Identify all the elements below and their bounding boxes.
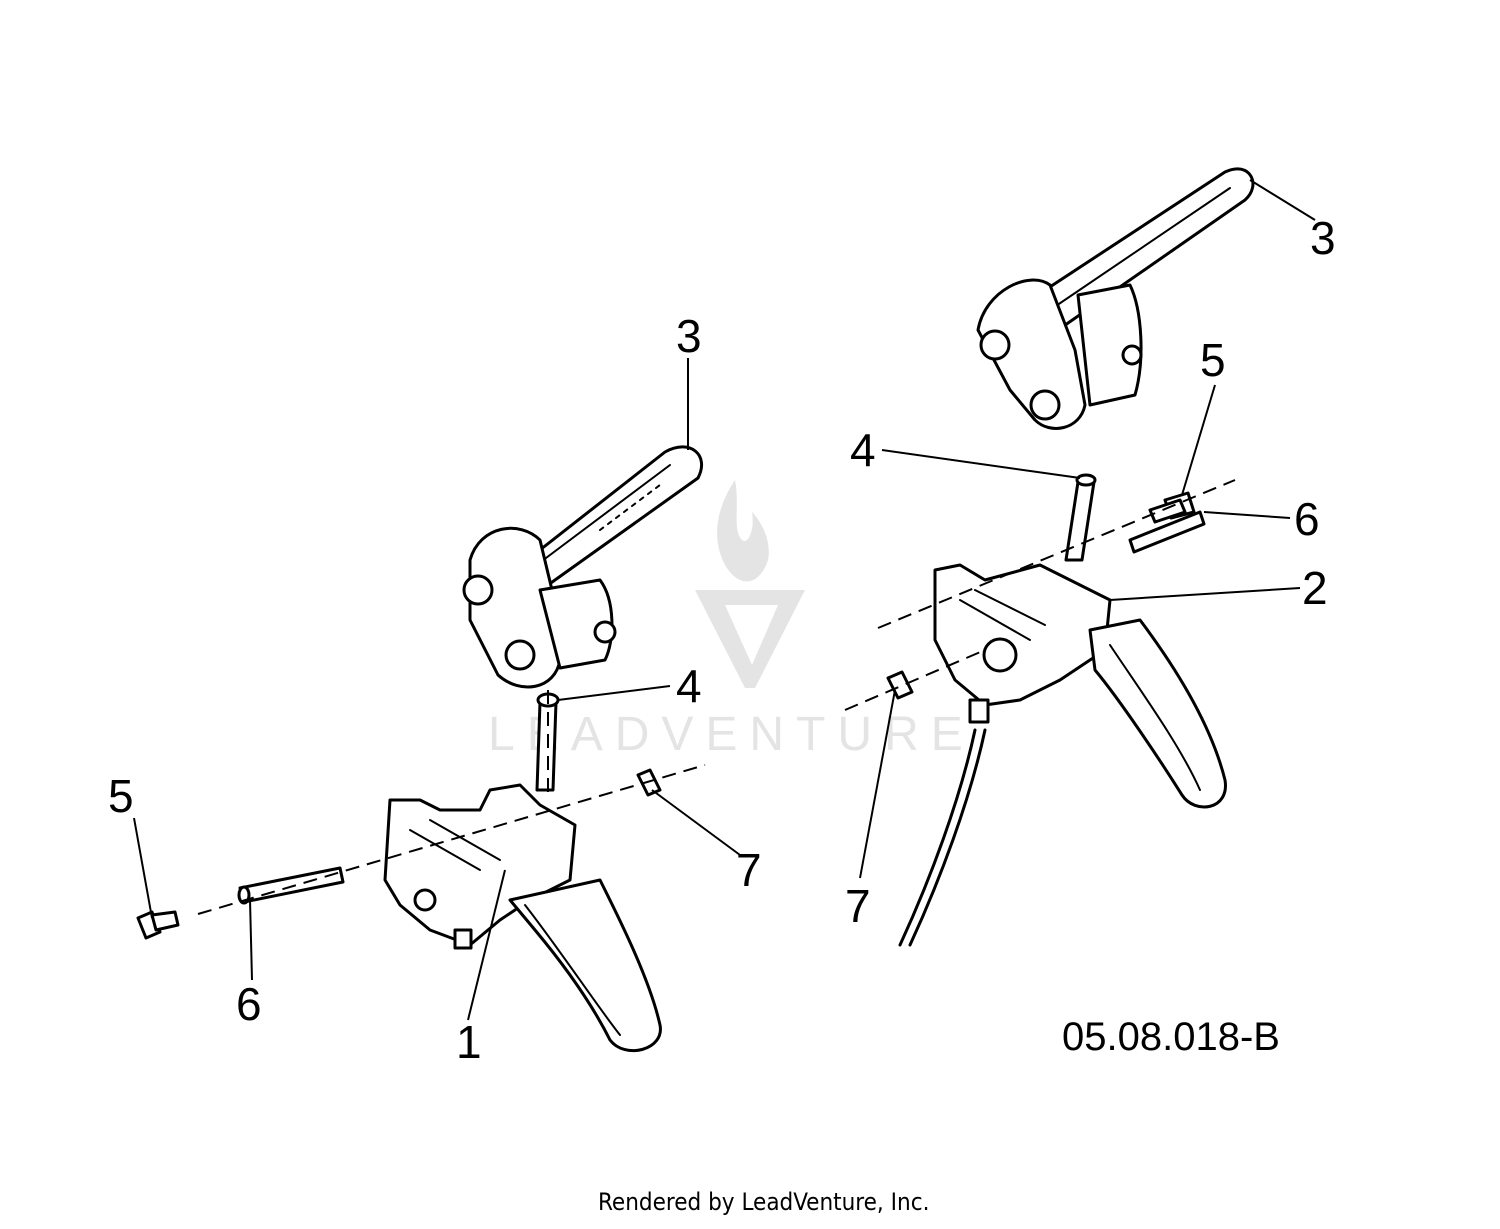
right-clip-7 (886, 670, 914, 700)
left-callout-7: 7 (736, 844, 762, 896)
right-callout-5: 5 (1200, 334, 1226, 386)
right-callout-2: 2 (1302, 562, 1328, 614)
right-leader-4 (881, 449, 1081, 479)
right-callout-3: 3 (1310, 212, 1336, 264)
right-pin-4 (1064, 473, 1097, 562)
right-leader-5 (1181, 384, 1216, 496)
right-callout-4: 4 (850, 424, 876, 476)
left-leader-6 (249, 899, 253, 981)
watermark-v-icon (695, 590, 805, 688)
right-cable (898, 728, 977, 947)
right-cable-inner (908, 728, 987, 947)
right-leader-3 (1249, 179, 1316, 221)
right-shaft-6 (1128, 498, 1206, 554)
right-callout-7: 7 (845, 880, 871, 932)
left-assembly: 3 4 5 6 7 1 (108, 310, 762, 1068)
right-callout-6: 6 (1294, 493, 1320, 545)
drawing-number: 05.08.018-B (1062, 1015, 1280, 1059)
render-credit: Rendered by LeadVenture, Inc. (598, 1188, 929, 1216)
right-leader-6 (1203, 511, 1291, 519)
watermark-text: LEADVENTURE (488, 708, 975, 761)
left-leader-5 (133, 817, 153, 919)
right-assembly: 3 4 5 6 2 7 (844, 167, 1336, 947)
left-leader-1 (467, 869, 506, 1021)
left-callout-6: 6 (236, 978, 262, 1030)
left-lever-handle (462, 445, 704, 689)
left-callout-5: 5 (108, 770, 134, 822)
left-callout-4: 4 (676, 660, 702, 712)
left-axis-line (197, 764, 706, 915)
watermark-flame-icon (717, 480, 769, 582)
left-bracket-1 (383, 783, 662, 1053)
left-callout-1: 1 (456, 1016, 482, 1068)
right-leader-2 (1109, 587, 1301, 601)
right-bracket-2 (933, 563, 1227, 809)
left-clip-7 (636, 768, 662, 797)
left-bolt-5 (136, 910, 180, 940)
left-leader-4 (557, 685, 671, 701)
left-leader-7 (651, 789, 741, 856)
right-lever-handle (976, 167, 1255, 430)
right-axis-line-2 (844, 649, 986, 711)
right-leader-7 (859, 689, 896, 879)
left-shaft-6 (237, 866, 345, 905)
left-callout-3: 3 (676, 310, 702, 362)
